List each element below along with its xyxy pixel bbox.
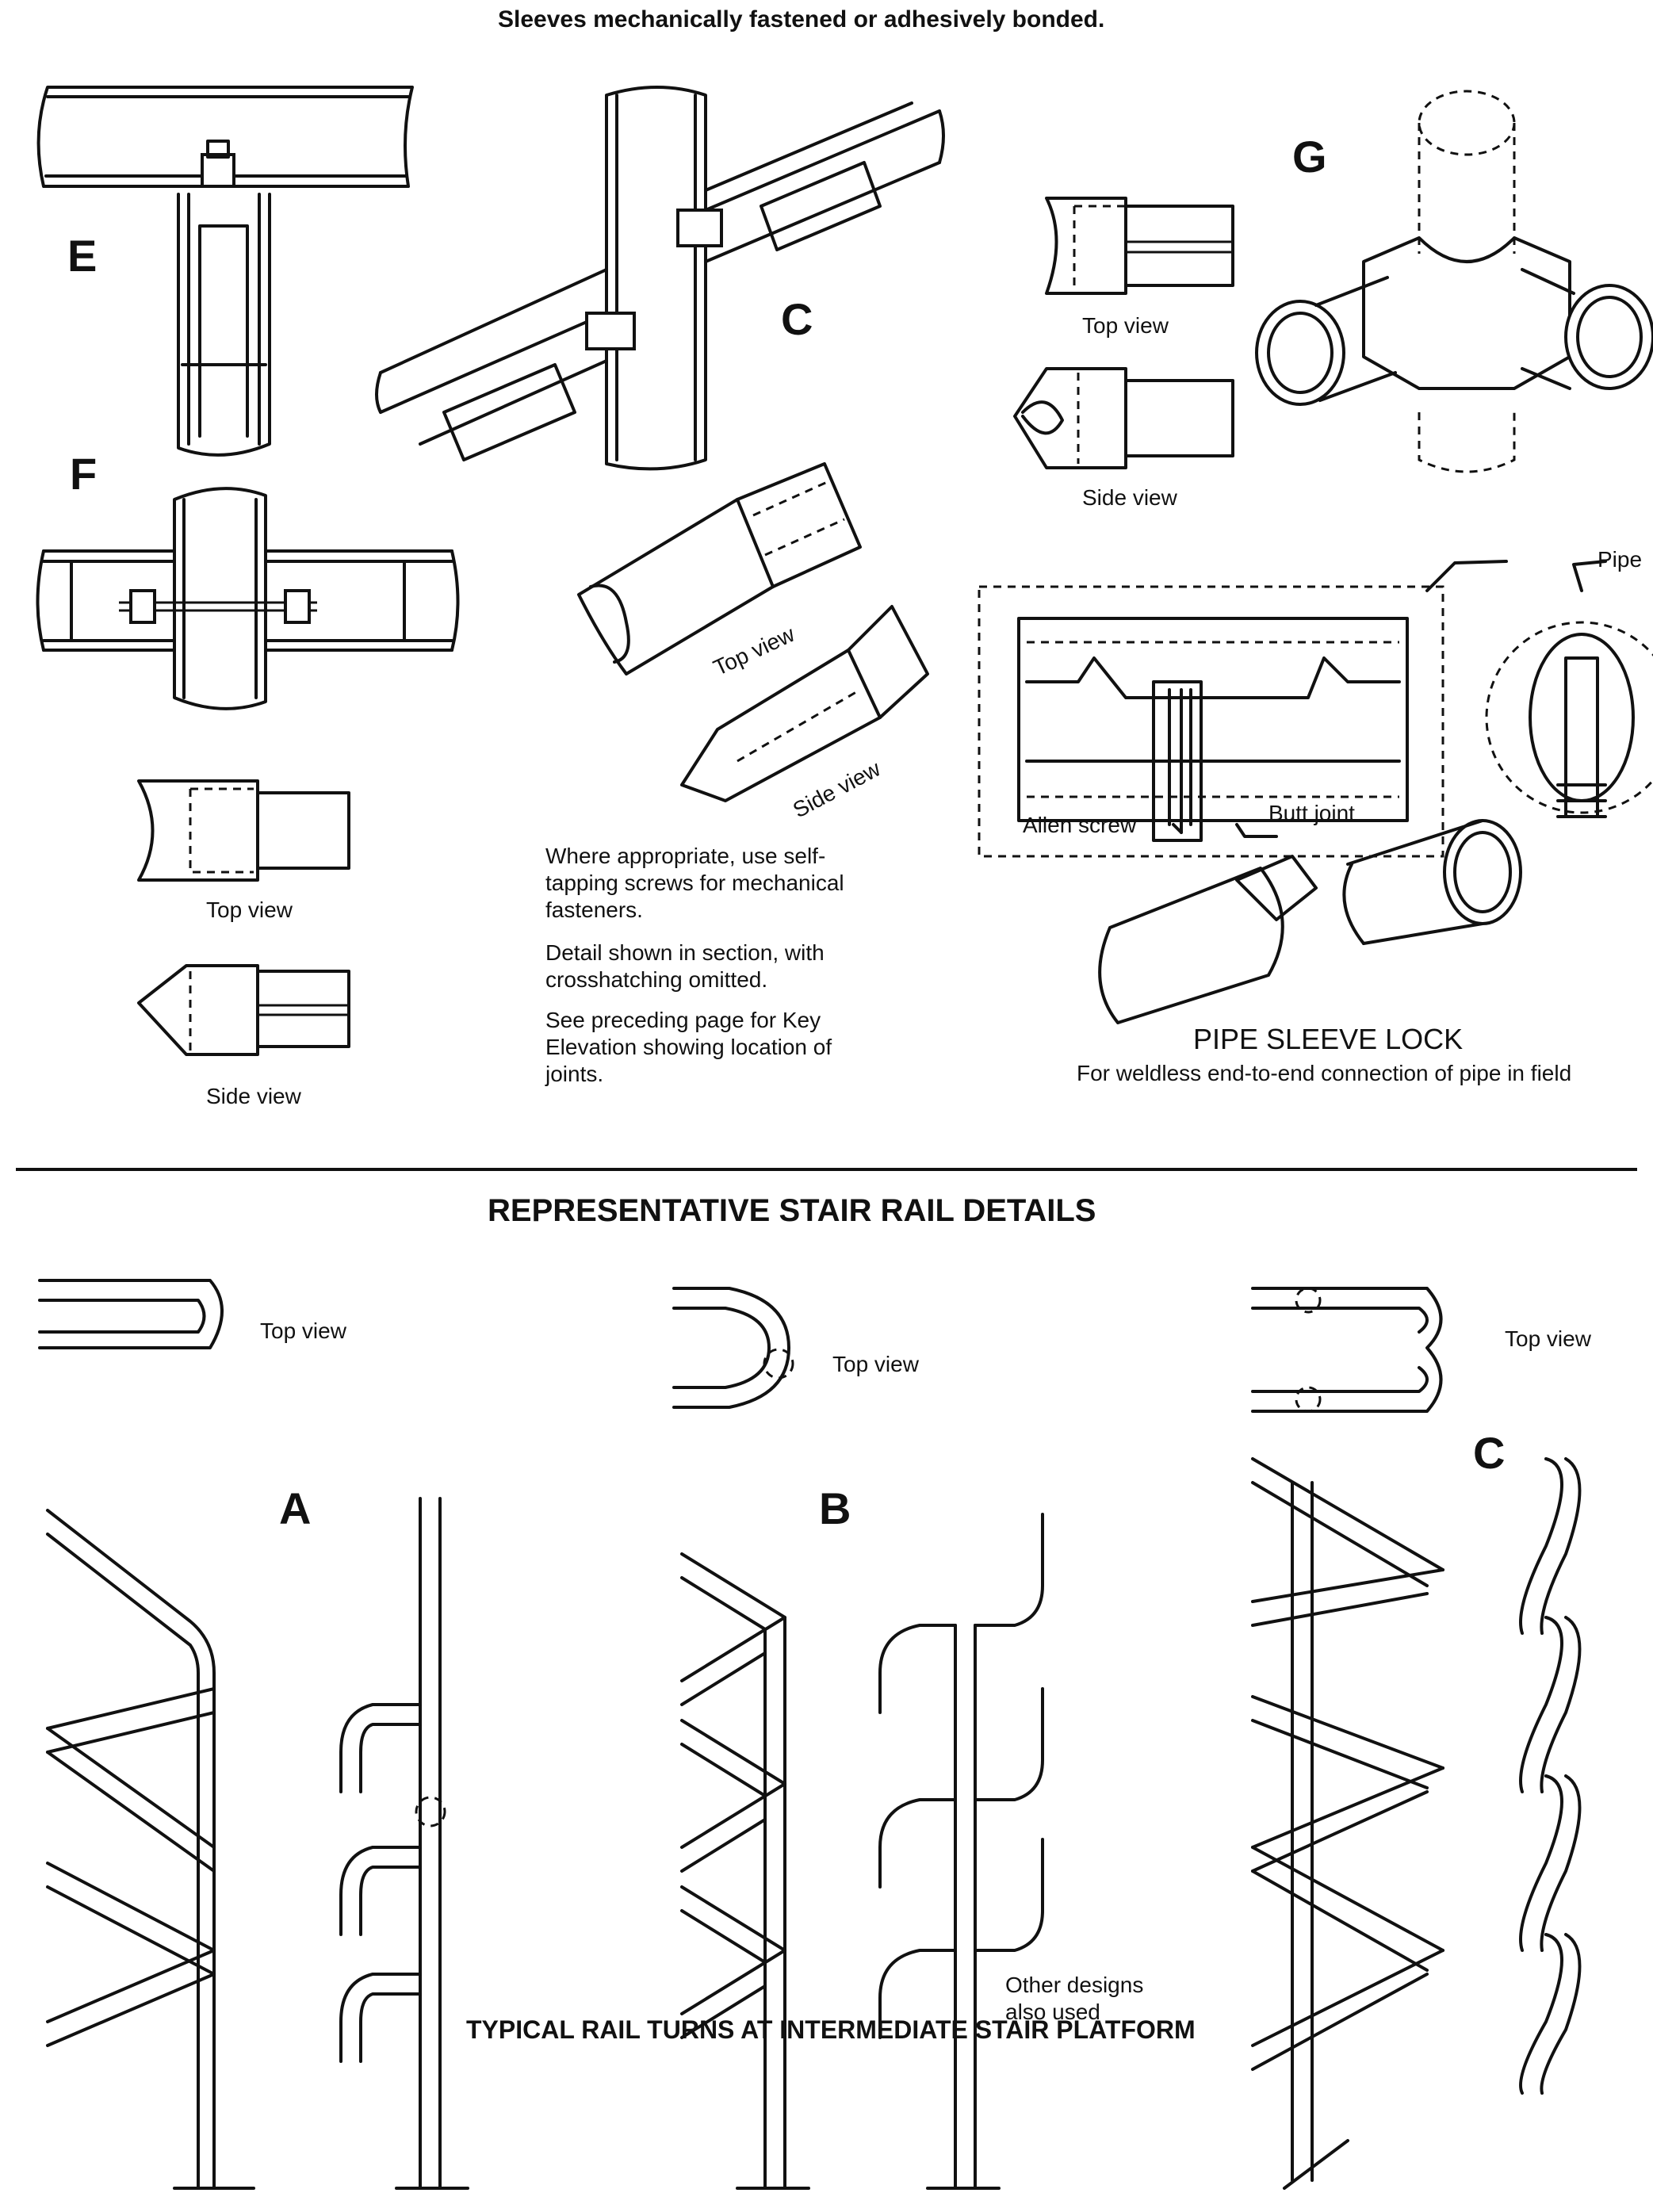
detail-c-views (577, 462, 929, 802)
f-top-view-label: Top view (206, 897, 293, 922)
page-title: Sleeves mechanically fastened or adhesiv… (498, 6, 1105, 33)
stair-c-top-view-label: Top view (1505, 1326, 1591, 1351)
stair-caption: TYPICAL RAIL TURNS AT INTERMEDIATE STAIR… (466, 2015, 1196, 2044)
stair-label-a: A (279, 1483, 312, 1533)
detail-label-f: F (70, 449, 98, 499)
stair-b-top-view-label: Top view (832, 1352, 919, 1376)
detail-label-c: C (781, 294, 813, 344)
detail-label-g: G (1292, 132, 1327, 182)
detail-f-drawing (36, 487, 460, 710)
note-section-detail: Detail shown in section, with crosshatch… (545, 940, 825, 992)
detail-g-drawing (1255, 90, 1653, 473)
stair-label-b: B (819, 1483, 851, 1533)
pipe-sleeve-lock-subtitle: For weldless end-to-end connection of pi… (1077, 1061, 1572, 1085)
other-designs-note: Other designs also used (1005, 1973, 1144, 2024)
butt-joint-callout: Butt joint (1268, 801, 1355, 825)
stair-a-top-view-label: Top view (260, 1318, 346, 1343)
pipe-callout: Pipe (1598, 547, 1643, 572)
detail-c-drawing (375, 86, 945, 471)
g-top-view-label: Top view (1082, 313, 1169, 338)
detail-f-views (137, 779, 350, 1056)
stair-b-drawing (672, 1287, 1044, 2190)
stair-a-drawing (38, 1279, 469, 2190)
detail-g-views (1013, 197, 1234, 469)
stair-label-c: C (1473, 1428, 1506, 1478)
stair-section-title: REPRESENTATIVE STAIR RAIL DETAILS (488, 1193, 1096, 1228)
f-side-view-label: Side view (206, 1084, 301, 1108)
note-self-tapping-screws: Where appropriate, use self-tapping scre… (545, 844, 844, 922)
pipe-sleeve-lock-title: PIPE SLEEVE LOCK (1193, 1023, 1464, 1055)
note-key-elevation: See preceding page for Key Elevation sho… (545, 1008, 832, 1086)
pipe-sleeve-lock-drawing (978, 560, 1653, 1024)
stair-c-drawing (1251, 1287, 1582, 2190)
g-side-view-label: Side view (1082, 485, 1177, 510)
allen-screw-callout: Allen screw (1023, 813, 1137, 837)
detail-label-e: E (67, 231, 98, 281)
detail-e-drawing (36, 86, 414, 457)
